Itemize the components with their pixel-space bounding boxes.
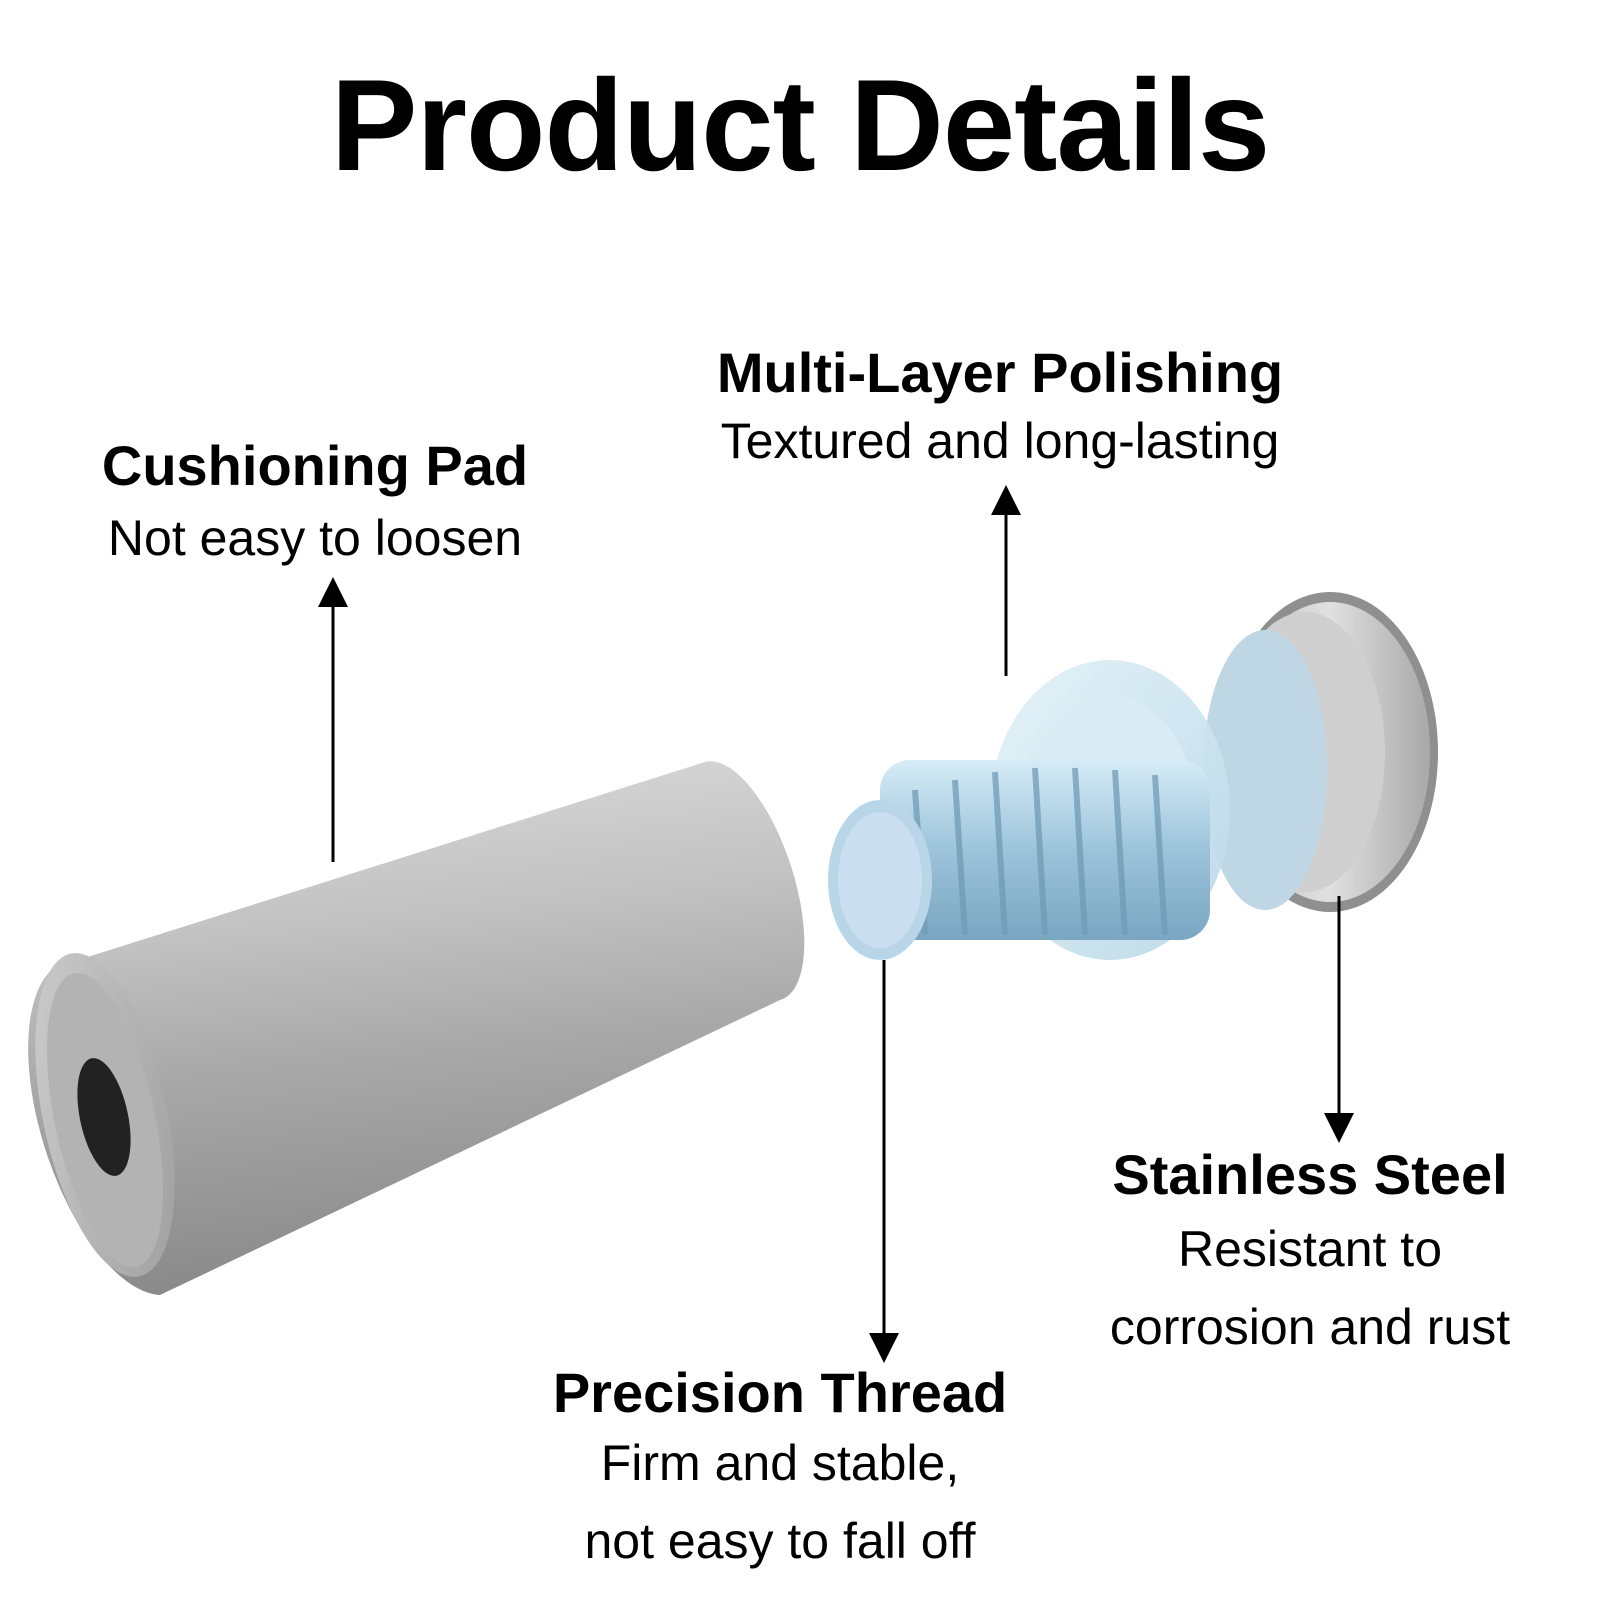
feature-title: Stainless Steel [1112, 1143, 1508, 1206]
screw-head [1203, 592, 1438, 912]
feature-title: Cushioning Pad [101, 434, 529, 497]
feature-title: Precision Thread [552, 1361, 1008, 1424]
feature-description: Textured and long-lasting [720, 413, 1280, 469]
feature-description: Not easy to loosen [107, 510, 523, 566]
feature-description-line-1: Firm and stable, [600, 1435, 960, 1491]
feature-polishing: Multi-Layer Polishing Textured and long-… [680, 340, 1320, 481]
feature-description-line-2: not easy to fall off [584, 1512, 976, 1569]
feature-cushioning-pad: Cushioning Pad Not easy to loosen [65, 433, 565, 578]
standoff-tube [28, 761, 805, 1295]
feature-precision-thread: Precision Thread Firm and stable, not ea… [520, 1360, 1040, 1580]
page-title: Product Details [330, 52, 1271, 198]
threaded-shaft [828, 760, 1210, 960]
feature-title: Multi-Layer Polishing [716, 341, 1284, 404]
feature-description-line-1: Resistant to [1177, 1221, 1442, 1277]
callout-arrows [318, 485, 1354, 1363]
feature-description-line-2: corrosion and rust [1109, 1298, 1511, 1355]
feature-stainless-steel: Stainless Steel Resistant to corrosion a… [1075, 1142, 1545, 1366]
